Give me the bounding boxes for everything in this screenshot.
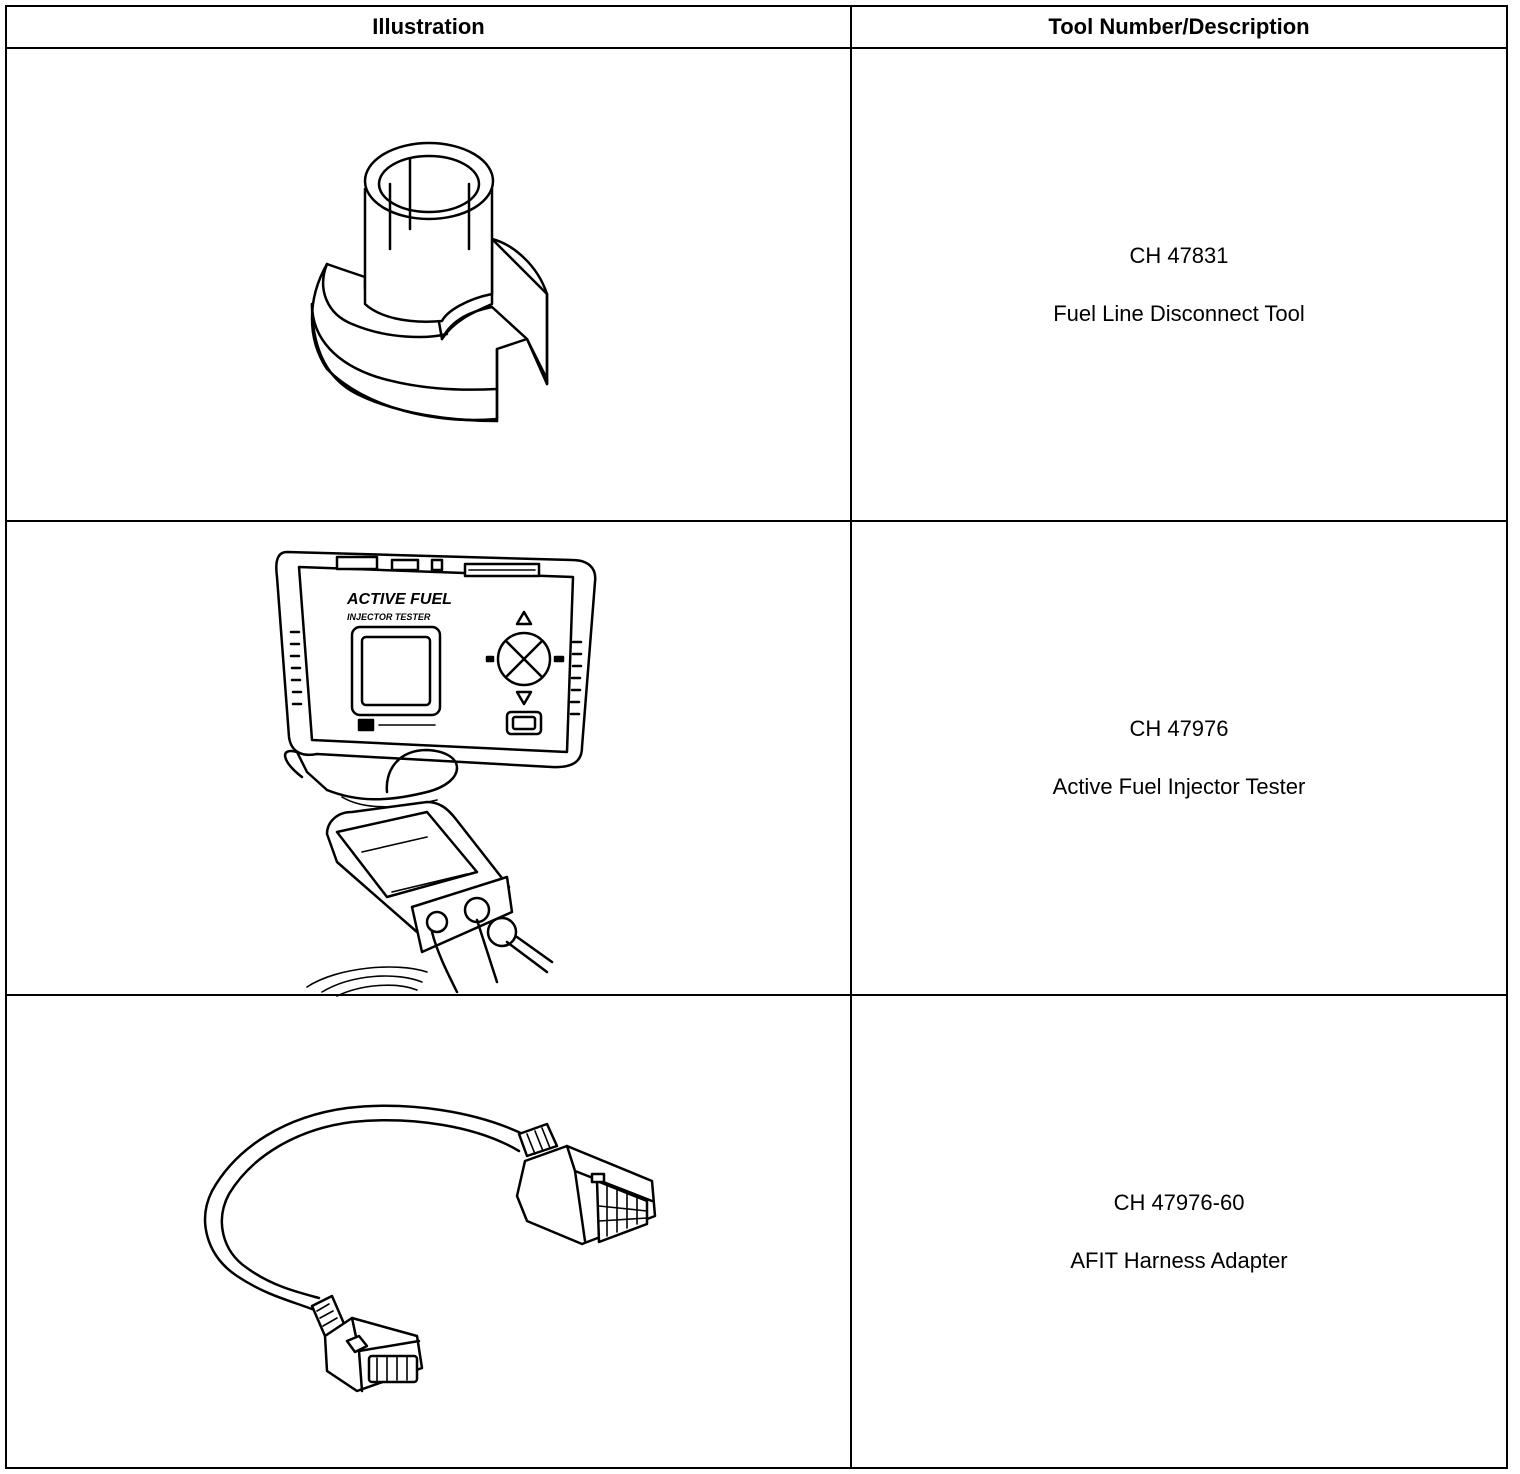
tool-description-cell: CH 47831 Fuel Line Disconnect Tool (852, 49, 1506, 520)
table-row: ACTIVE FUEL INJECTOR TESTER (7, 522, 1506, 997)
tool-number: CH 47976 (1129, 716, 1229, 741)
column-divider (850, 7, 852, 1467)
device-brand-label: ACTIVE FUEL (346, 591, 452, 608)
tool-description-cell: CH 47976-60 AFIT Harness Adapter (852, 996, 1506, 1467)
header-tool-number-description: Tool Number/Description (1048, 14, 1310, 39)
table-header: Illustration Tool Number/Description (7, 7, 1506, 49)
active-fuel-injector-tester-illustration: ACTIVE FUEL INJECTOR TESTER (7, 522, 850, 997)
tool-number: CH 47976-60 (1113, 1189, 1245, 1215)
harness-adapter-illustration (7, 996, 850, 1467)
fuel-line-disconnect-tool-illustration (7, 49, 850, 520)
table-row: CH 47831 Fuel Line Disconnect Tool (7, 49, 1506, 522)
tool-number: CH 47831 (1129, 242, 1229, 268)
tool-description: Fuel Line Disconnect Tool (1053, 300, 1305, 326)
tool-description: AFIT Harness Adapter (1070, 1247, 1288, 1273)
tool-description-cell: CH 47976 Active Fuel Injector Tester (852, 522, 1506, 994)
table-row: CH 47976-60 AFIT Harness Adapter (7, 996, 1506, 1467)
device-sub-label: INJECTOR TESTER (347, 612, 431, 622)
tool-description: Active Fuel Injector Tester (1052, 774, 1306, 799)
tool-table: Illustration Tool Number/Description (5, 5, 1508, 1469)
header-illustration: Illustration (372, 14, 485, 39)
